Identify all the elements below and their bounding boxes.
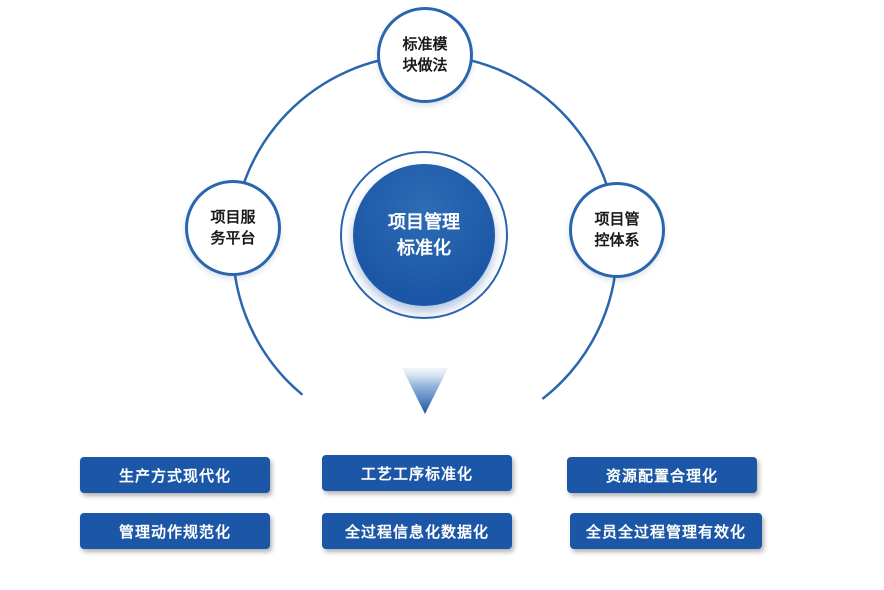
satellite-label-line2: 块做法 — [402, 57, 448, 74]
satellite-label-line2: 务平台 — [210, 230, 256, 247]
down-arrow-icon — [402, 368, 448, 414]
satellite-label-line1: 标准模 — [402, 36, 448, 53]
outcome-box-process-standard: 工艺工序标准化 — [322, 455, 512, 491]
center-label-line2: 标准化 — [397, 238, 451, 258]
satellite-label-line1: 项目管 — [594, 211, 640, 228]
outcome-box-management-action: 管理动作规范化 — [80, 513, 270, 549]
outcome-box-production-mode: 生产方式现代化 — [80, 457, 270, 493]
center-label-line1: 项目管理 — [388, 212, 460, 232]
center-node: 项目管理 标准化 — [353, 164, 495, 306]
satellite-label: 标准模 块做法 — [402, 34, 447, 76]
satellite-label-line1: 项目服 — [210, 209, 256, 226]
satellite-label: 项目管 控体系 — [594, 209, 639, 251]
satellite-node-standard-module: 标准模 块做法 — [377, 7, 473, 103]
outcome-box-resource-allocation: 资源配置合理化 — [567, 457, 757, 493]
outcome-box-information-data: 全过程信息化数据化 — [322, 513, 512, 549]
satellite-label-line2: 控体系 — [594, 232, 640, 249]
satellite-label: 项目服 务平台 — [210, 207, 255, 249]
outcome-box-whole-process-management: 全员全过程管理有效化 — [570, 513, 762, 549]
satellite-node-project-control: 项目管 控体系 — [569, 182, 665, 278]
center-node-ring: 项目管理 标准化 — [340, 151, 508, 319]
satellite-node-project-service: 项目服 务平台 — [185, 180, 281, 276]
